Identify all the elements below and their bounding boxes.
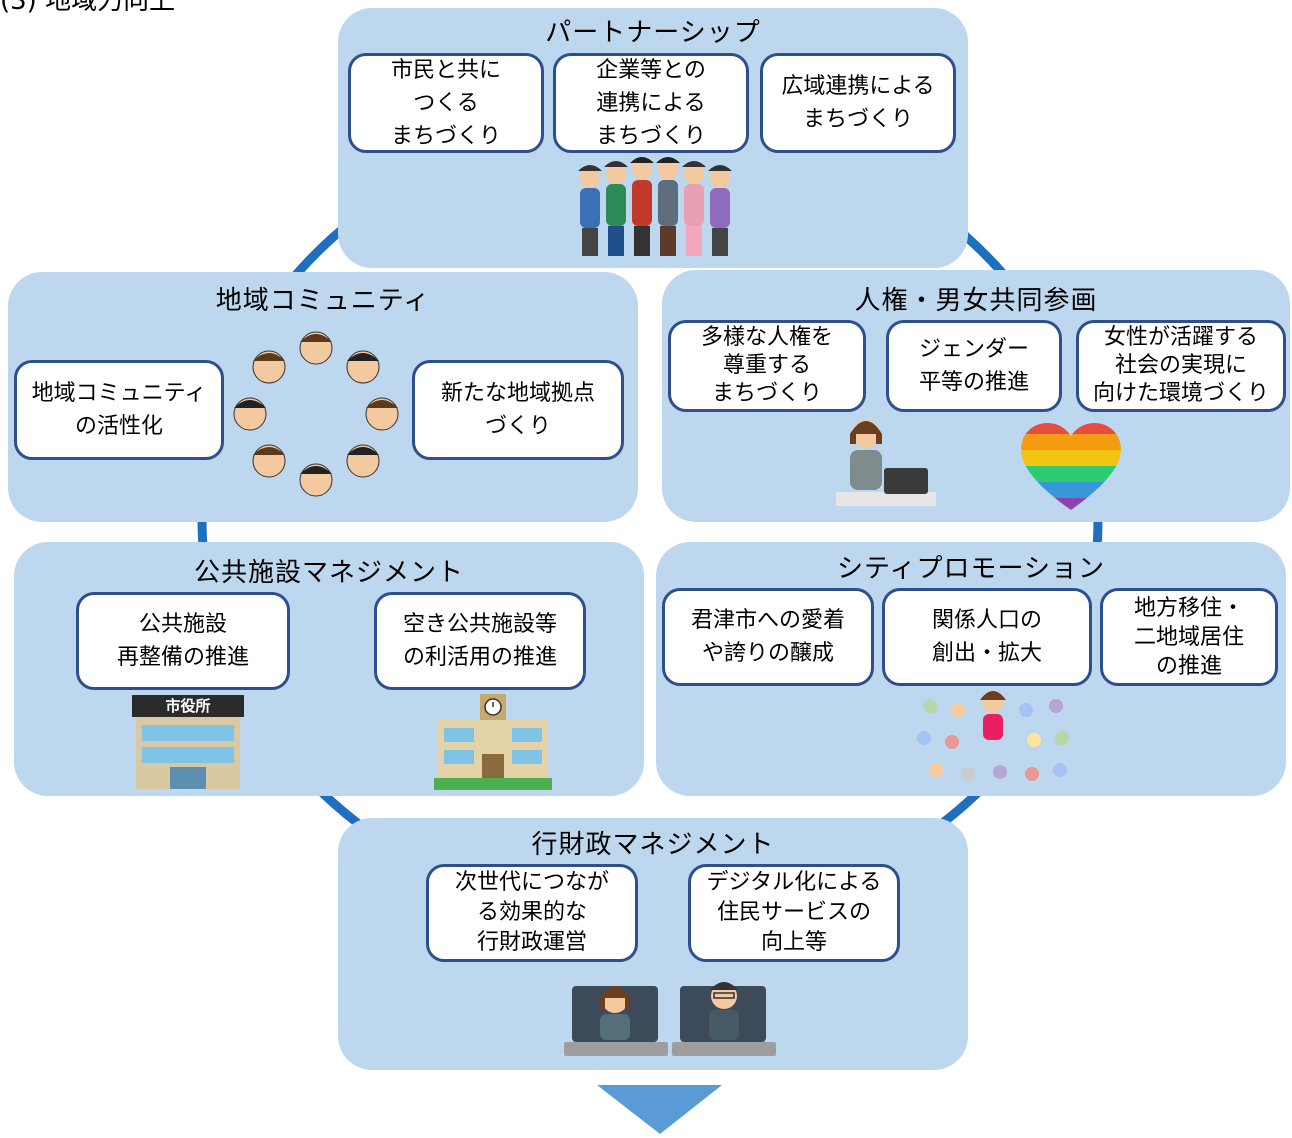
card-related-population: 関係人口の 創出・拡大 xyxy=(882,588,1092,686)
panel-title: 行財政マネジメント xyxy=(531,830,775,860)
panel-promotion: シティプロモーション 君津市への愛着 や誇りの醸成 関係人口の 創出・拡大 地方… xyxy=(656,542,1286,796)
panel-human-rights: 人権・男女共同参画 多様な人権を 尊重する まちづくり ジェンダー 平等の推進 … xyxy=(662,270,1290,522)
crowd-icon xyxy=(917,691,1069,781)
panel-title: 公共施設マネジメント xyxy=(193,558,464,588)
down-arrow xyxy=(597,1085,722,1134)
card-citizen-collab: 市民と共に つくる まちづくり xyxy=(348,53,544,153)
online-meeting-icon xyxy=(564,986,668,1056)
panel-title: 地域コミュニティ xyxy=(215,286,431,316)
rainbow-heart-icon xyxy=(1021,423,1121,510)
city-hall-icon: 市役所 xyxy=(132,695,244,791)
card-facility-renewal: 公共施設 再整備の推進 xyxy=(76,592,290,690)
card-women-empowerment: 女性が活躍する 社会の実現に 向けた環境づくり xyxy=(1076,320,1286,412)
card-community-activation: 地域コミュニティ の活性化 xyxy=(14,360,224,460)
panel-title: パートナーシップ xyxy=(545,18,761,48)
card-new-base: 新たな地域拠点 づくり xyxy=(412,360,624,460)
card-regional-collab: 広域連携による まちづくり xyxy=(760,53,956,153)
card-effective-admin: 次世代につなが る効果的な 行財政運営 xyxy=(426,864,638,962)
people-circle-icon xyxy=(233,331,399,497)
card-business-collab: 企業等との 連携による まちづくり xyxy=(553,53,749,153)
panel-title: 人権・男女共同参画 xyxy=(854,286,1098,316)
card-digital-service: デジタル化による 住民サービスの 向上等 xyxy=(688,864,900,962)
card-vacant-facility: 空き公共施設等 の利活用の推進 xyxy=(374,592,586,690)
card-human-rights: 多様な人権を 尊重する まちづくり xyxy=(668,320,866,412)
cityhall-sign: 市役所 xyxy=(165,697,211,715)
panel-community: 地域コミュニティ 地域コミュニティ の活性化 新たな地域拠点 づくり xyxy=(8,272,638,522)
card-migration: 地方移住・ 二地域居住 の推進 xyxy=(1100,588,1278,686)
card-gender-equality: ジェンダー 平等の推進 xyxy=(886,320,1062,412)
online-meeting-icon xyxy=(672,982,776,1056)
panel-partnership: パートナーシップ 市民と共に つくる まちづくり 企業等との 連携による まちづ… xyxy=(338,8,968,268)
card-attachment-pride: 君津市への愛着 や誇りの醸成 xyxy=(662,588,874,686)
header-fragment: (3) 地域力向上 xyxy=(0,0,176,16)
people-huddle-icon xyxy=(578,157,732,256)
woman-laptop-icon xyxy=(836,420,936,506)
school-building-icon xyxy=(434,694,552,790)
panel-title: シティプロモーション xyxy=(837,554,1105,584)
panel-admin: 行財政マネジメント 次世代につなが る効果的な 行財政運営 デジタル化による 住… xyxy=(338,818,968,1070)
panel-facility: 公共施設マネジメント 公共施設 再整備の推進 空き公共施設等 の利活用の推進 市… xyxy=(14,542,644,796)
